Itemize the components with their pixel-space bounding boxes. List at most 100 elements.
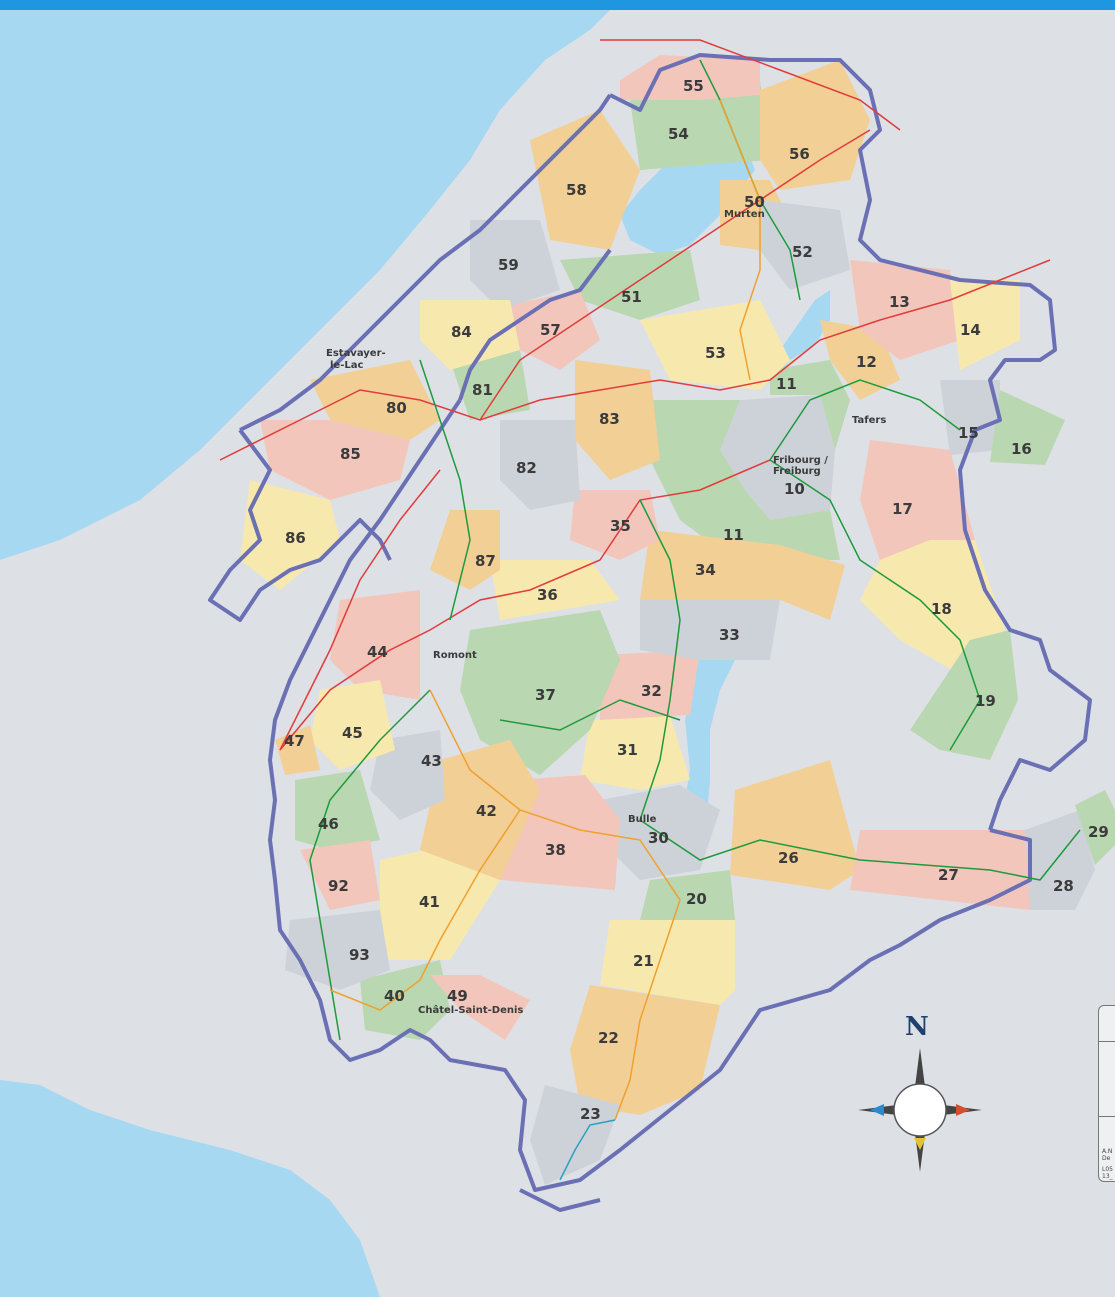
zone-number: 38	[545, 841, 566, 859]
zone-area[interactable]	[1075, 790, 1115, 865]
zone-area[interactable]	[470, 220, 560, 310]
zone-number: 28	[1053, 877, 1074, 895]
legend-text: A.N	[1102, 1148, 1113, 1155]
zone-area[interactable]	[640, 300, 790, 390]
zone-area[interactable]	[650, 400, 840, 560]
zone-number: 51	[621, 288, 642, 306]
fare-zones	[240, 55, 1115, 1185]
zone-number: 53	[705, 344, 726, 362]
zone-number: 84	[451, 323, 472, 341]
zone-number: 49	[447, 987, 468, 1005]
zone-area[interactable]	[760, 60, 870, 190]
zone-number: 92	[328, 877, 349, 895]
lake-neuchatel	[0, 10, 610, 560]
zone-area[interactable]	[300, 840, 380, 910]
zone-area[interactable]	[570, 985, 720, 1115]
zone-number: 59	[498, 256, 519, 274]
zone-number: 15	[958, 424, 979, 442]
zone-area[interactable]	[770, 360, 850, 450]
zone-area[interactable]	[950, 280, 1020, 370]
zone-area[interactable]	[630, 80, 770, 170]
zone-area[interactable]	[640, 600, 780, 660]
legend-text: 13_	[1102, 1173, 1113, 1180]
zone-number: 22	[598, 1029, 619, 1047]
zone-area[interactable]	[910, 630, 1018, 760]
zone-number: 50	[744, 193, 765, 211]
zone-area[interactable]	[310, 360, 440, 440]
zone-number: 33	[719, 626, 740, 644]
zone-area[interactable]	[850, 260, 960, 360]
zone-number: 31	[617, 741, 638, 759]
zone-area[interactable]	[600, 650, 700, 720]
zone-number: 30	[648, 829, 669, 847]
zone-number: 13	[889, 293, 910, 311]
zone-number: 83	[599, 410, 620, 428]
zone-number: 43	[421, 752, 442, 770]
zone-number: 41	[419, 893, 440, 911]
zone-number: 10	[784, 480, 805, 498]
zone-number: 58	[566, 181, 587, 199]
zone-area[interactable]	[720, 395, 835, 520]
zone-area[interactable]	[330, 590, 420, 700]
zone-number: 20	[686, 890, 707, 908]
zone-area[interactable]	[260, 420, 410, 500]
zone-area[interactable]	[640, 870, 735, 925]
zone-number: 42	[476, 802, 497, 820]
zone-area[interactable]	[285, 910, 390, 990]
zone-labels: 10 11 11 12 13 14 15 16 17 18 19 20 21 2…	[284, 77, 1109, 1123]
place-name: Freiburg	[773, 466, 821, 477]
legend-text: De	[1102, 1155, 1111, 1162]
zone-area[interactable]	[460, 610, 620, 775]
zone-area[interactable]	[295, 770, 380, 850]
zone-number: 54	[668, 125, 689, 143]
zone-area[interactable]	[360, 960, 450, 1040]
zone-number: 85	[340, 445, 361, 463]
zone-area[interactable]	[370, 730, 445, 820]
zone-area[interactable]	[860, 440, 975, 560]
zone-area[interactable]	[620, 55, 760, 100]
zone-area[interactable]	[530, 110, 640, 250]
zone-area[interactable]	[430, 975, 530, 1040]
zone-number: 34	[695, 561, 716, 579]
compass-rose: N	[858, 1012, 982, 1172]
zone-area[interactable]	[240, 480, 340, 590]
zone-area[interactable]	[490, 560, 620, 620]
zone-area[interactable]	[570, 490, 660, 560]
top-bar	[0, 0, 1115, 10]
zone-area[interactable]	[730, 760, 860, 890]
zone-number: 55	[683, 77, 704, 95]
zone-area[interactable]	[500, 420, 580, 510]
zone-area[interactable]	[430, 510, 500, 590]
zone-number: 81	[472, 381, 493, 399]
zone-number: 29	[1088, 823, 1109, 841]
place-labels: Murten Estavayer- le-Lac Tafers Fribourg…	[326, 209, 886, 1016]
place-name: Fribourg /	[773, 455, 828, 466]
zone-number: 14	[960, 321, 981, 339]
place-name: Tafers	[852, 415, 886, 426]
zone-area[interactable]	[420, 740, 540, 880]
zone-number: 44	[367, 643, 388, 661]
zone-area[interactable]	[600, 920, 735, 1005]
zone-number: 18	[931, 600, 952, 618]
zone-number: 11	[776, 375, 797, 393]
zone-number: 87	[475, 552, 496, 570]
place-name: Murten	[724, 209, 765, 220]
zone-area[interactable]	[990, 390, 1065, 465]
zone-number: 86	[285, 529, 306, 547]
zone-number: 19	[975, 692, 996, 710]
place-name: Châtel-Saint-Denis	[418, 1004, 523, 1016]
zone-area[interactable]	[640, 530, 845, 620]
zone-area[interactable]	[580, 715, 690, 790]
zone-area[interactable]	[940, 380, 1000, 455]
zone-area[interactable]	[380, 840, 500, 960]
zone-number: 26	[778, 849, 799, 867]
zone-area[interactable]	[760, 200, 850, 290]
zone-number: 82	[516, 459, 537, 477]
zone-number: 16	[1011, 440, 1032, 458]
zone-area[interactable]	[530, 1085, 620, 1185]
zone-area[interactable]	[850, 830, 1035, 910]
zone-area[interactable]	[1025, 810, 1095, 910]
zone-area[interactable]	[420, 300, 520, 370]
zone-number: 47	[284, 732, 305, 750]
